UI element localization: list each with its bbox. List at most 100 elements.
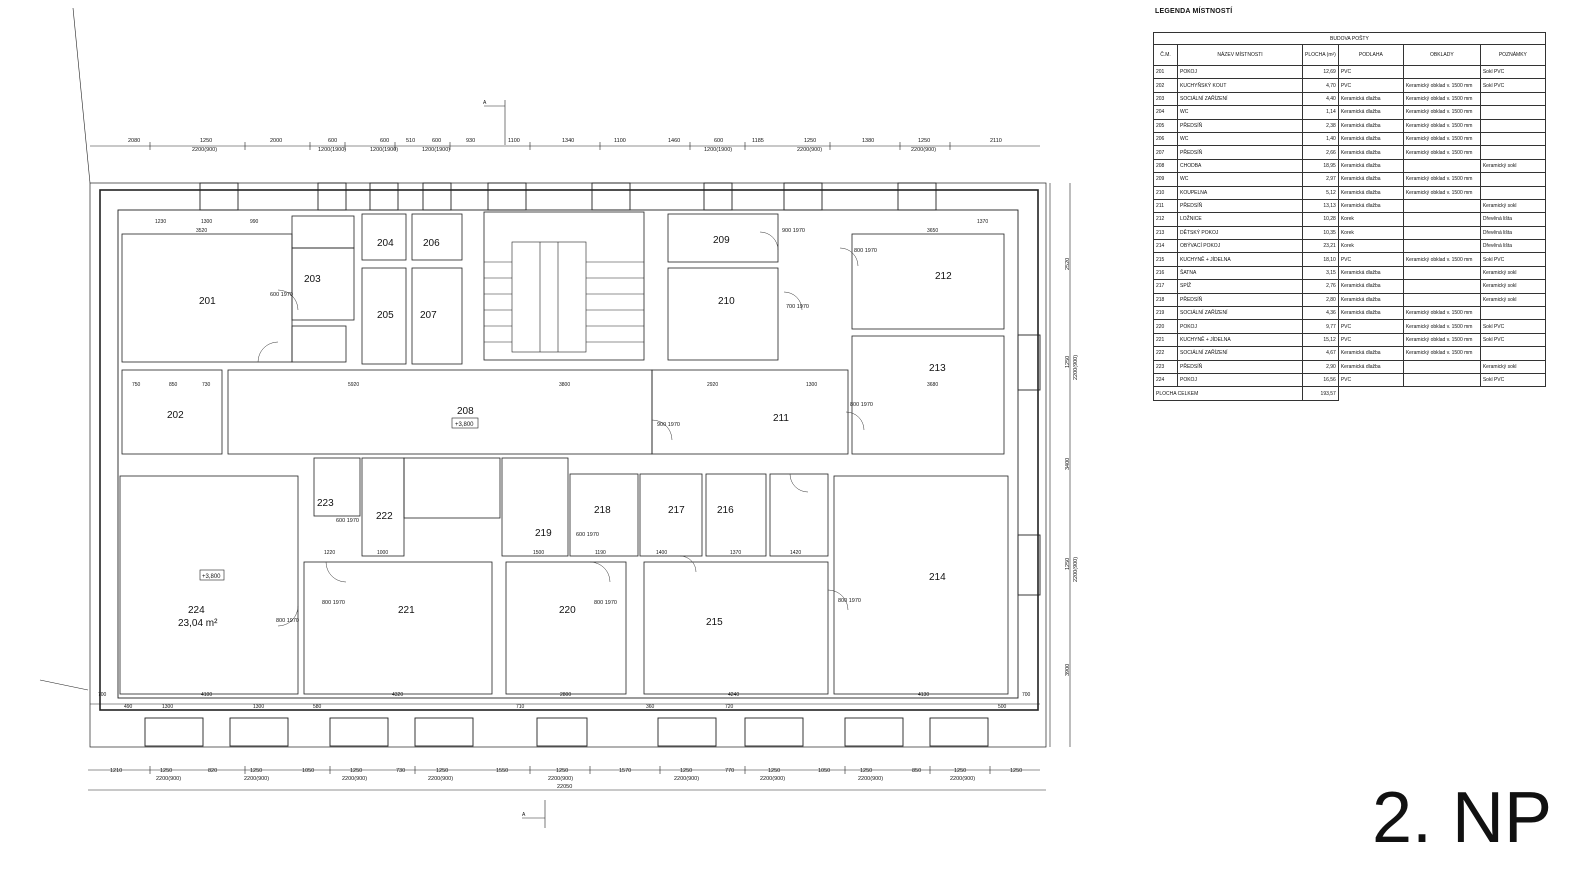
bottom-dim: 1250	[860, 768, 872, 774]
room-floor: Keramická dlažba	[1337, 172, 1404, 187]
top-dim: 1100	[614, 138, 626, 144]
door-label: 900 1970	[657, 422, 680, 428]
room-216: 216	[717, 505, 734, 516]
room-no: 213	[1153, 225, 1178, 241]
room-floor: PVC	[1337, 252, 1404, 267]
interior-dim: 3680	[927, 382, 938, 388]
interior-dim: 750	[132, 382, 141, 388]
room-203: 203	[304, 274, 321, 285]
top-dim-sub: 1200(1900)	[422, 147, 450, 153]
room-area: 4,40	[1302, 91, 1339, 107]
bottom-dim: 1250	[160, 768, 172, 774]
room-floor: Keramická dlažba	[1337, 359, 1404, 374]
room-no: 201	[1153, 64, 1178, 80]
interior-dim: 1400	[656, 550, 667, 556]
room-area: 13,13	[1302, 198, 1339, 214]
overall-width: 22050	[557, 784, 572, 790]
room-area: 2,80	[1302, 292, 1339, 308]
interior-dim: 360	[646, 704, 655, 710]
bottom-dim: 1550	[496, 768, 508, 774]
room-name: PŘEDSÍŇ	[1177, 292, 1303, 308]
room-no: 223	[1153, 359, 1178, 374]
room-tiling: Keramický obklad v. 1500 mm	[1402, 252, 1481, 267]
top-dim: 2000	[270, 138, 282, 144]
room-floor: Keramická dlažba	[1337, 91, 1404, 107]
room-floor: Keramická dlažba	[1337, 279, 1404, 294]
room-220: 220	[559, 605, 576, 616]
room-223: 223	[317, 498, 334, 509]
room-205: 205	[377, 310, 394, 321]
room-notes	[1479, 306, 1546, 321]
room-notes	[1479, 185, 1546, 200]
bottom-dim: 1210	[110, 768, 122, 774]
room-no: 214	[1153, 239, 1178, 254]
interior-dim: 1370	[977, 219, 988, 225]
room-tiling	[1402, 292, 1481, 308]
room-no: 222	[1153, 346, 1178, 361]
room-floor: Keramická dlažba	[1337, 265, 1404, 281]
room-area: 10,35	[1302, 225, 1339, 241]
interior-dim: 730	[202, 382, 211, 388]
interior-dim: 990	[250, 219, 259, 225]
room-area: 2,76	[1302, 279, 1339, 294]
room-208: 208	[457, 406, 474, 417]
room-area: 1,40	[1302, 131, 1339, 147]
room-notes: Keramický sokl	[1479, 292, 1546, 308]
room-area: 9,77	[1302, 319, 1339, 334]
bottom-dim: 1250	[350, 768, 362, 774]
room-name: SOCIÁLNÍ ZAŘÍZENÍ	[1177, 306, 1303, 321]
room-212: 212	[935, 271, 952, 282]
room-tiling	[1402, 279, 1481, 294]
room-tiling: Keramický obklad v. 1500 mm	[1402, 145, 1481, 160]
room-notes	[1479, 105, 1546, 120]
room-floor: Keramická dlažba	[1337, 145, 1404, 160]
bottom-dim: 1570	[619, 768, 631, 774]
room-tiling: Keramický obklad v. 1500 mm	[1402, 185, 1481, 200]
room-area: 16,56	[1302, 372, 1339, 388]
room-no: 210	[1153, 185, 1178, 200]
room-floor: Korek	[1337, 212, 1404, 227]
room-area: 10,28	[1302, 212, 1339, 227]
room-area: 4,36	[1302, 306, 1339, 321]
room-area: 4,67	[1302, 346, 1339, 361]
floor-plan-drawing: +3,800 +3,800 201 202 203 204 205 206 20…	[39, 7, 1079, 828]
room-floor: Keramická dlažba	[1337, 158, 1404, 174]
room-no: 221	[1153, 332, 1178, 348]
room-area: 18,10	[1302, 252, 1339, 267]
top-dim: 600	[714, 138, 723, 144]
room-no: 216	[1153, 265, 1178, 281]
right-dim: 3900	[1065, 664, 1071, 676]
bottom-dim: 1250	[680, 768, 692, 774]
room-floor: PVC	[1337, 319, 1404, 334]
room-tiling: Keramický obklad v. 1500 mm	[1402, 91, 1481, 107]
room-209: 209	[713, 235, 730, 246]
right-dim: 2520	[1065, 258, 1071, 270]
room-tiling	[1402, 158, 1481, 174]
room-area: 2,97	[1302, 172, 1339, 187]
room-207: 207	[420, 310, 437, 321]
top-dim: 930	[466, 138, 475, 144]
room-name: LOŽNICE	[1177, 212, 1303, 227]
legend-header-name: NÁZEV MÍSTNOSTI	[1177, 44, 1303, 66]
bottom-dim-sub: 2200(900)	[156, 776, 181, 782]
interior-dim: 5920	[348, 382, 359, 388]
room-202: 202	[167, 410, 184, 421]
top-dim: 1250	[804, 138, 816, 144]
interior-dim: 1230	[155, 219, 166, 225]
interior-dim: 580	[313, 704, 322, 710]
right-dim: 1250	[1065, 356, 1071, 368]
room-tiling	[1402, 64, 1481, 80]
interior-dim: 4320	[392, 692, 403, 698]
room-legend-table: BUDOVA POŠTY Č.M. NÁZEV MÍSTNOSTI PLOCHA…	[1153, 32, 1546, 401]
door-label: 800 1970	[594, 600, 617, 606]
room-tiling	[1402, 198, 1481, 214]
room-floor: Keramická dlažba	[1337, 118, 1404, 133]
room-floor: Keramická dlažba	[1337, 131, 1404, 147]
top-dim: 600	[328, 138, 337, 144]
right-dim: 2200(900)	[1073, 557, 1079, 582]
room-224-area: 23,04 m²	[178, 618, 218, 629]
legend-total-label: PLOCHA CELKEM	[1153, 386, 1303, 401]
